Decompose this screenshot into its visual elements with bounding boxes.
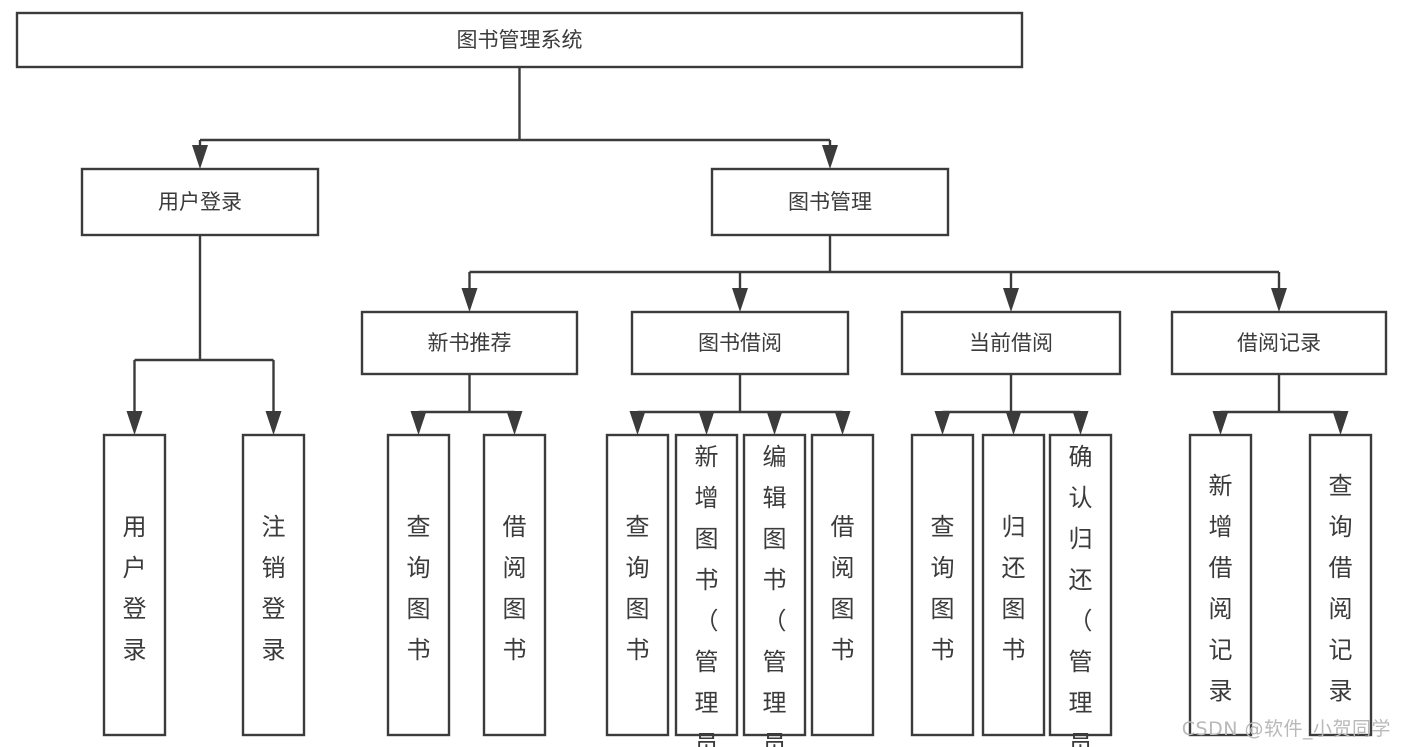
arrow-to-leaf-1-0: [410, 411, 427, 435]
node-用户登录-level2-0[interactable]: 用户登录: [80, 167, 320, 237]
node-label: 借阅记录: [1237, 331, 1321, 355]
arrow-to-leaf-3-0: [934, 411, 951, 435]
node-box[interactable]: [605, 433, 670, 737]
arrow-to-level2-0: [192, 140, 208, 169]
arrow-to-leaf-4-0: [1212, 411, 1229, 435]
node-label: 图书借阅: [698, 331, 782, 355]
arrow-to-level3-2: [1003, 272, 1019, 312]
arrow-to-leaf-2-2: [766, 411, 783, 435]
arrow-to-leaf-0-0: [126, 360, 143, 435]
node-label: 图书管理: [788, 190, 872, 214]
node-box[interactable]: [900, 310, 1122, 376]
node-box[interactable]: [482, 433, 547, 737]
node-box[interactable]: [910, 433, 975, 737]
node-借阅图书-leaf-3[interactable]: 借阅图书: [482, 433, 547, 737]
node-box[interactable]: [1048, 433, 1113, 737]
node-box[interactable]: [102, 433, 167, 737]
node-label: 当前借阅: [969, 331, 1053, 355]
arrow-to-level2-1: [822, 140, 838, 169]
node-归还图书-leaf-9[interactable]: 归还图书: [981, 433, 1046, 737]
arrow-to-leaf-2-0: [629, 411, 646, 435]
node-box[interactable]: [15, 11, 1024, 69]
node-新增图书管理员-leaf-5[interactable]: 新增图书（管理员）: [674, 433, 739, 747]
node-label: 用户登录: [123, 513, 147, 664]
node-label: 查询借阅记录: [1329, 472, 1353, 705]
arrow-to-leaf-3-1: [1005, 411, 1022, 435]
arrow-to-leaf-1-1: [506, 411, 523, 435]
arrow-to-level3-3: [1271, 272, 1287, 312]
node-确认归还管理员-leaf-10[interactable]: 确认归还（管理员）: [1048, 433, 1113, 747]
arrow-to-leaf-4-1: [1332, 411, 1349, 435]
node-box[interactable]: [710, 167, 950, 237]
node-查询借阅记录-leaf-12[interactable]: 查询借阅记录: [1308, 433, 1373, 737]
node-新增借阅记录-leaf-11[interactable]: 新增借阅记录: [1188, 433, 1253, 737]
node-借阅记录-level3-3[interactable]: 借阅记录: [1170, 310, 1388, 376]
node-图书管理系统-root-0[interactable]: 图书管理系统: [15, 11, 1024, 69]
node-新书推荐-level3-0[interactable]: 新书推荐: [360, 310, 579, 376]
node-label: 新增图书（管理员）: [695, 443, 719, 747]
arrow-to-leaf-0-1: [265, 360, 282, 435]
node-box[interactable]: [360, 310, 579, 376]
node-label: 确认归还（管理员）: [1069, 443, 1093, 747]
node-label: 查询图书: [931, 513, 955, 664]
node-box[interactable]: [241, 433, 306, 737]
node-图书管理-level2-1[interactable]: 图书管理: [710, 167, 950, 237]
node-用户登录-leaf-0[interactable]: 用户登录: [102, 433, 167, 737]
node-label: 编辑图书（管理员）: [763, 443, 787, 747]
node-查询图书-leaf-8[interactable]: 查询图书: [910, 433, 975, 737]
node-借阅图书-leaf-7[interactable]: 借阅图书: [810, 433, 875, 737]
node-编辑图书管理员-leaf-6[interactable]: 编辑图书（管理员）: [742, 433, 807, 747]
node-box[interactable]: [742, 433, 807, 737]
node-查询图书-leaf-4[interactable]: 查询图书: [605, 433, 670, 737]
node-图书借阅-level3-1[interactable]: 图书借阅: [630, 310, 850, 376]
node-box[interactable]: [1308, 433, 1373, 737]
connectors-layer: [126, 67, 1349, 435]
node-label: 查询图书: [626, 513, 650, 664]
node-查询图书-leaf-2[interactable]: 查询图书: [386, 433, 451, 737]
node-label: 新书推荐: [428, 331, 512, 355]
node-box[interactable]: [981, 433, 1046, 737]
node-box[interactable]: [386, 433, 451, 737]
nodes-layer: 图书管理系统用户登录图书管理新书推荐图书借阅当前借阅借阅记录用户登录注销登录查询…: [15, 11, 1388, 747]
node-box[interactable]: [1188, 433, 1253, 737]
node-label: 查询图书: [407, 513, 431, 664]
node-box[interactable]: [80, 167, 320, 237]
arrow-to-level3-1: [732, 272, 748, 312]
node-当前借阅-level3-2[interactable]: 当前借阅: [900, 310, 1122, 376]
node-box[interactable]: [630, 310, 850, 376]
node-label: 新增借阅记录: [1209, 472, 1233, 705]
node-label: 归还图书: [1002, 513, 1026, 664]
node-label: 注销登录: [262, 513, 286, 664]
node-box[interactable]: [674, 433, 739, 737]
node-label: 借阅图书: [503, 513, 527, 664]
node-box[interactable]: [1170, 310, 1388, 376]
arrow-to-leaf-3-2: [1072, 411, 1089, 435]
node-label: 图书管理系统: [457, 28, 583, 52]
node-label: 用户登录: [158, 190, 242, 214]
arrow-to-level3-0: [461, 272, 478, 312]
arrow-to-leaf-2-1: [698, 411, 715, 435]
node-注销登录-leaf-1[interactable]: 注销登录: [241, 433, 306, 737]
node-label: 借阅图书: [831, 513, 855, 664]
node-box[interactable]: [810, 433, 875, 737]
arrow-to-leaf-2-3: [834, 411, 851, 435]
